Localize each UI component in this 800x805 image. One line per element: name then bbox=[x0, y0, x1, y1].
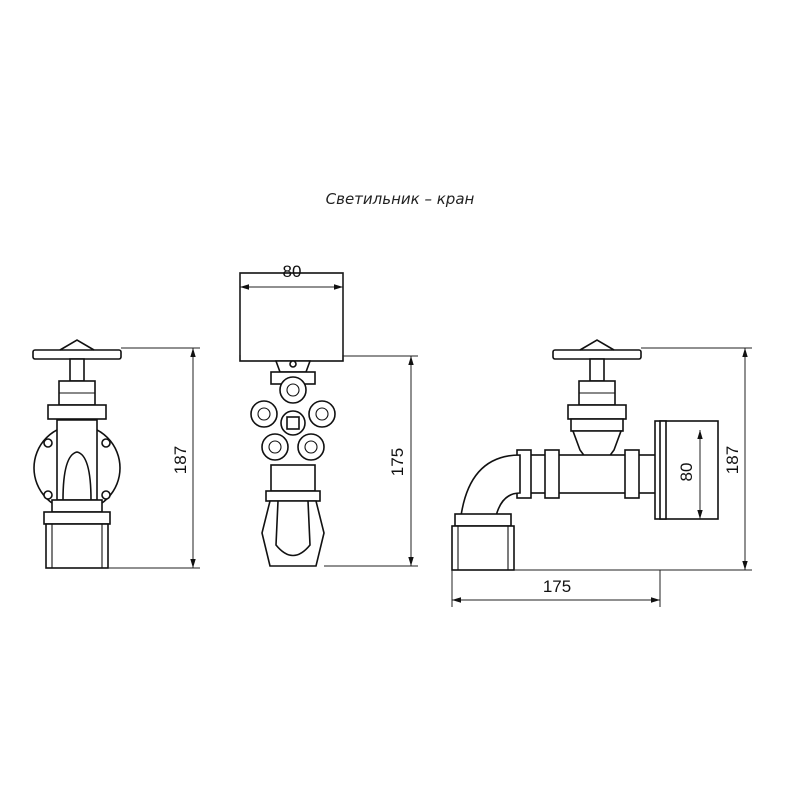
front-height-label: 187 bbox=[171, 446, 190, 474]
right-dimensions bbox=[451, 347, 752, 607]
front-dimension bbox=[108, 347, 200, 569]
side-height-label: 175 bbox=[388, 448, 407, 476]
right-height-label: 187 bbox=[723, 446, 742, 474]
side-view bbox=[239, 272, 344, 567]
side-width-label: 80 bbox=[283, 262, 302, 281]
right-flange-label: 80 bbox=[677, 463, 696, 482]
right-length-label: 175 bbox=[543, 577, 571, 596]
drawing-title: Светильник – кран bbox=[325, 190, 475, 208]
side-dimensions bbox=[239, 273, 418, 567]
right-view bbox=[451, 339, 719, 571]
front-view bbox=[32, 339, 122, 569]
